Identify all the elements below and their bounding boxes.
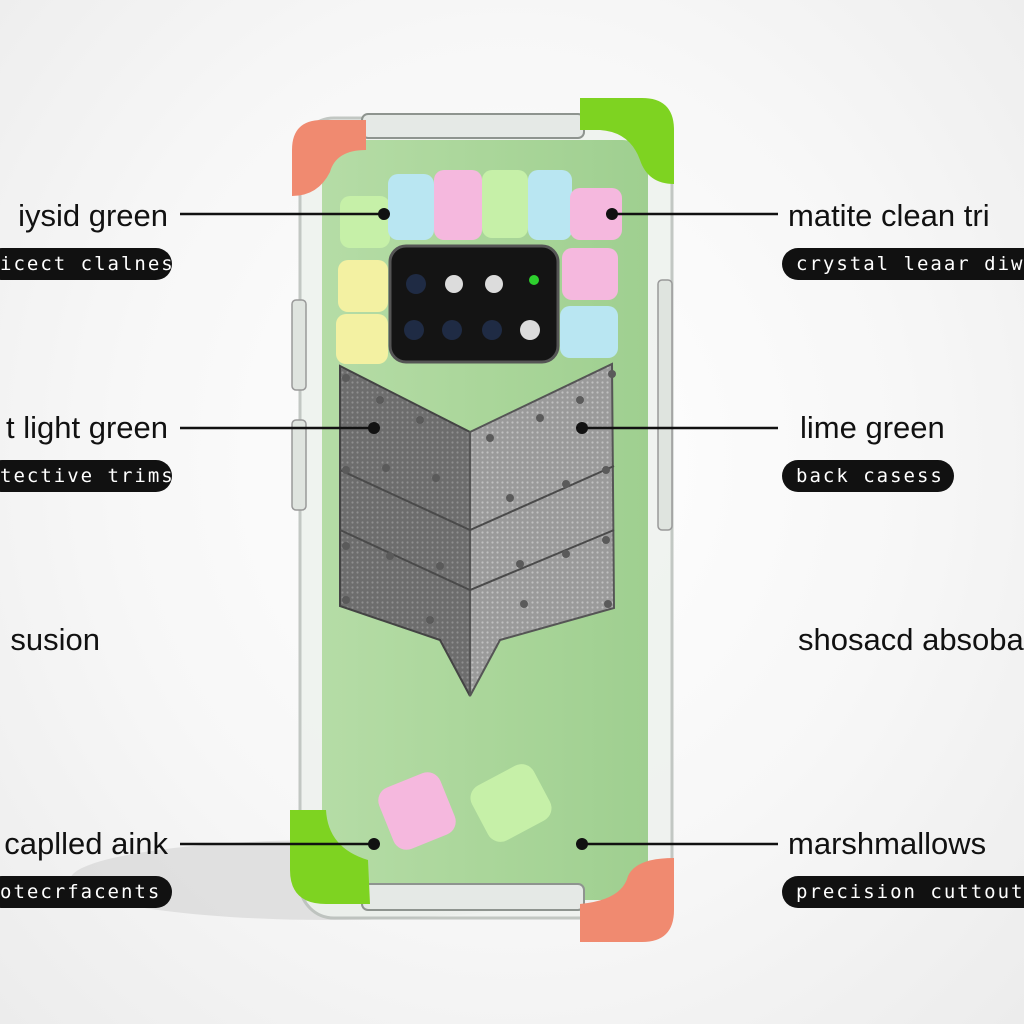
callout-label-bot-right: marshmallows (788, 826, 987, 861)
callout-label-low-left: susion (10, 622, 100, 657)
marshmallow (470, 764, 552, 842)
corner-bottom-left (290, 810, 370, 904)
marshmallow (570, 188, 622, 240)
top-edge (361, 113, 585, 139)
side-button-right (657, 279, 673, 531)
corner-top-right (580, 98, 674, 184)
metal-shield-right (469, 362, 616, 697)
marshmallow (336, 314, 388, 364)
bottom-edge (361, 883, 585, 911)
marshmallow (338, 260, 388, 312)
lens-7 (482, 320, 502, 340)
callout-tag-mid-right: back casess (782, 460, 954, 492)
leader-dots (368, 208, 618, 850)
callout-tag-bot-left: otecrfacents (0, 876, 172, 908)
side-button-left-2 (291, 419, 307, 511)
rivets (342, 370, 616, 624)
marshmallow (482, 170, 528, 238)
camera-module (388, 244, 560, 364)
lens-8 (520, 320, 540, 340)
callout-label-bot-left: capl​led aink (4, 826, 168, 861)
callout-tag-top-left: icect clalnes (0, 248, 172, 280)
corner-top-left (292, 120, 366, 196)
callout-label-mid-left: t light green (6, 410, 168, 445)
callout-label-top-right: matite clean tri (788, 198, 990, 233)
metal-shield-left (339, 364, 471, 697)
lens-3 (485, 275, 503, 293)
marshmallow (388, 174, 434, 240)
lens-4 (529, 275, 539, 285)
lens-2 (445, 275, 463, 293)
corner-bottom-right (580, 858, 674, 942)
lens-1 (406, 274, 426, 294)
callout-label-low-right: shosacd absoba (798, 622, 1024, 657)
leader-lines (180, 212, 778, 846)
marshmallow (562, 248, 618, 300)
side-button-left (291, 299, 307, 391)
callout-tag-top-right: crystal leaar diwa (782, 248, 1024, 280)
callout-label-top-left: iysid green (18, 198, 168, 233)
callout-tag-mid-left: tective trims (0, 460, 172, 492)
marshmallow (528, 170, 572, 240)
callout-tag-bot-right: precision cuttouts (782, 876, 1024, 908)
callout-label-mid-right: lime green (800, 410, 945, 445)
lens-5 (404, 320, 424, 340)
marshmallow (434, 170, 482, 240)
marshmallow (560, 306, 618, 358)
marshmallow (340, 196, 390, 248)
lens-6 (442, 320, 462, 340)
marshmallow (378, 772, 456, 850)
